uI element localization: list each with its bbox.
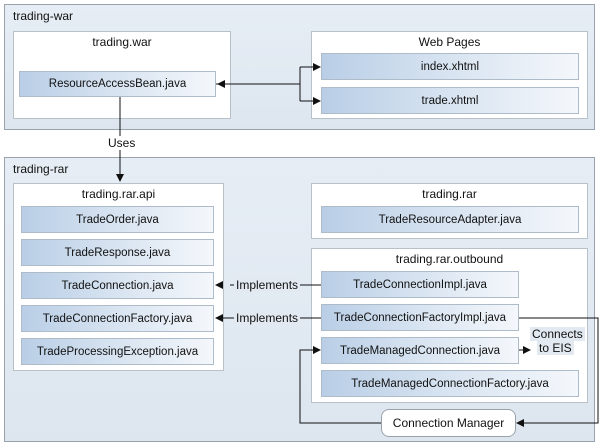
trade-connection-factory-impl-file[interactable]: TradeConnectionFactoryImpl.java [321,304,519,331]
trading-rar-title: trading-rar [13,162,69,176]
trade-xhtml-file[interactable]: trade.xhtml [321,87,579,114]
connection-manager-box[interactable]: Connection Manager [381,409,516,437]
index-xhtml-file[interactable]: index.xhtml [321,53,579,80]
trade-order-file[interactable]: TradeOrder.java [21,206,214,233]
trading-war-box-title: trading.war [92,35,152,49]
trade-connection-impl-file[interactable]: TradeConnectionImpl.java [321,271,519,298]
trading-war-title: trading-war [13,9,74,23]
resource-access-bean-file[interactable]: ResourceAccessBean.java [19,71,216,97]
outbound-title: trading.rar.outbound [395,252,504,266]
trading-rar-box-title: trading.rar [422,187,477,201]
uses-label: Uses [108,136,136,150]
rar-api-title: trading.rar.api [81,187,156,201]
trade-resource-adapter-file[interactable]: TradeResourceAdapter.java [321,206,579,233]
connects-label-line1: Connects [530,327,585,341]
trade-connection-file[interactable]: TradeConnection.java [21,272,214,299]
implements-label-2: Implements [234,311,301,325]
connects-label-line2: to EIS [537,341,574,355]
implements-label-1: Implements [234,278,301,292]
trade-managed-connection-file[interactable]: TradeManagedConnection.java [321,337,519,364]
trade-response-file[interactable]: TradeResponse.java [21,239,214,266]
trade-managed-connection-factory-file[interactable]: TradeManagedConnectionFactory.java [321,370,579,397]
web-pages-title: Web Pages [418,35,481,49]
trade-connection-factory-file[interactable]: TradeConnectionFactory.java [21,305,214,332]
trade-processing-exception-file[interactable]: TradeProcessingException.java [21,338,214,365]
